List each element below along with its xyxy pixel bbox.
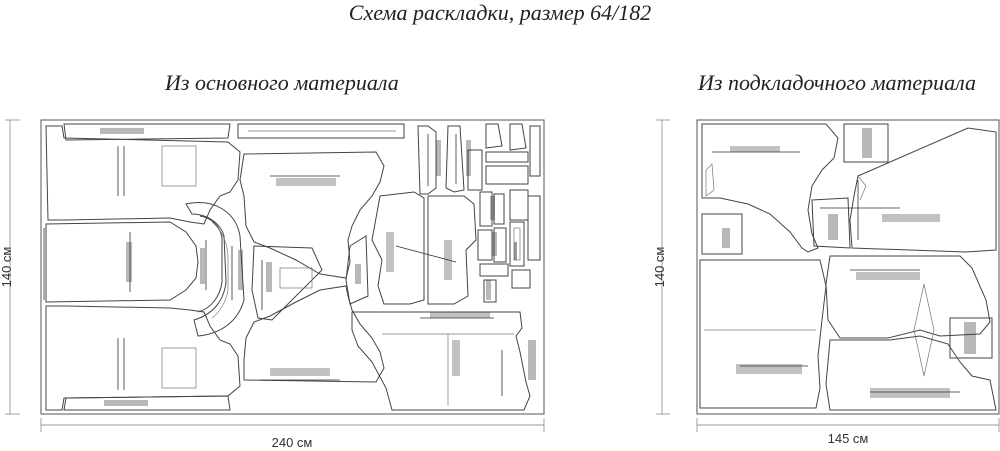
lining-material-subtitle: Из подкладочного материала (698, 70, 977, 95)
main-fabric-outline (40, 119, 545, 415)
main-width-label: 240 см (272, 435, 313, 450)
pattern-piece (529, 125, 541, 177)
pattern-piece (345, 235, 369, 305)
pattern-piece (237, 123, 405, 139)
pattern-piece (351, 311, 531, 411)
pattern-piece (485, 123, 503, 149)
main-height-label: 140 см (0, 247, 14, 288)
pattern-piece (467, 149, 483, 191)
pattern-piece (493, 227, 507, 263)
pattern-piece (701, 213, 743, 255)
pattern-piece (483, 279, 497, 303)
pattern-piece (251, 245, 323, 321)
main-material-layout: 240 см 140 см (0, 119, 545, 450)
pattern-piece (527, 195, 541, 261)
pattern-piece (849, 127, 997, 253)
lining-fabric-outline (696, 119, 1000, 415)
pattern-piece (485, 165, 529, 185)
pattern-piece (509, 123, 527, 151)
pattern-piece (509, 189, 529, 221)
lining-height-label: 140 см (652, 247, 667, 288)
pattern-piece (45, 125, 241, 225)
pattern-piece (511, 269, 531, 289)
pattern-piece (477, 229, 493, 261)
pattern-piece (445, 125, 465, 193)
pattern-piece (825, 335, 997, 411)
pattern-piece (45, 305, 241, 411)
pattern-piece (371, 191, 425, 305)
pattern-piece (843, 123, 889, 163)
pattern-piece (479, 191, 493, 227)
main-material-subtitle: Из основного материала (165, 70, 399, 95)
pattern-piece (417, 125, 437, 195)
pattern-piece (493, 193, 505, 225)
pattern-piece (63, 395, 231, 411)
pattern-piece (243, 285, 385, 383)
pattern-piece (63, 123, 231, 141)
pattern-piece (811, 197, 851, 249)
page-title: Схема раскладки, размер 64/182 (348, 0, 652, 25)
pattern-piece (479, 263, 509, 277)
pattern-piece (239, 151, 385, 279)
pattern-piece (825, 255, 991, 339)
pattern-piece (427, 195, 477, 305)
pattern-piece (949, 317, 993, 359)
pattern-piece (699, 259, 827, 409)
pattern-piece (185, 202, 245, 337)
pattern-piece (509, 221, 525, 267)
lining-width-label: 145 см (828, 431, 869, 446)
pattern-piece (45, 221, 199, 303)
pattern-piece (485, 151, 529, 163)
lining-material-layout: 145 см 140 см (652, 119, 1000, 446)
pattern-piece (701, 123, 839, 253)
